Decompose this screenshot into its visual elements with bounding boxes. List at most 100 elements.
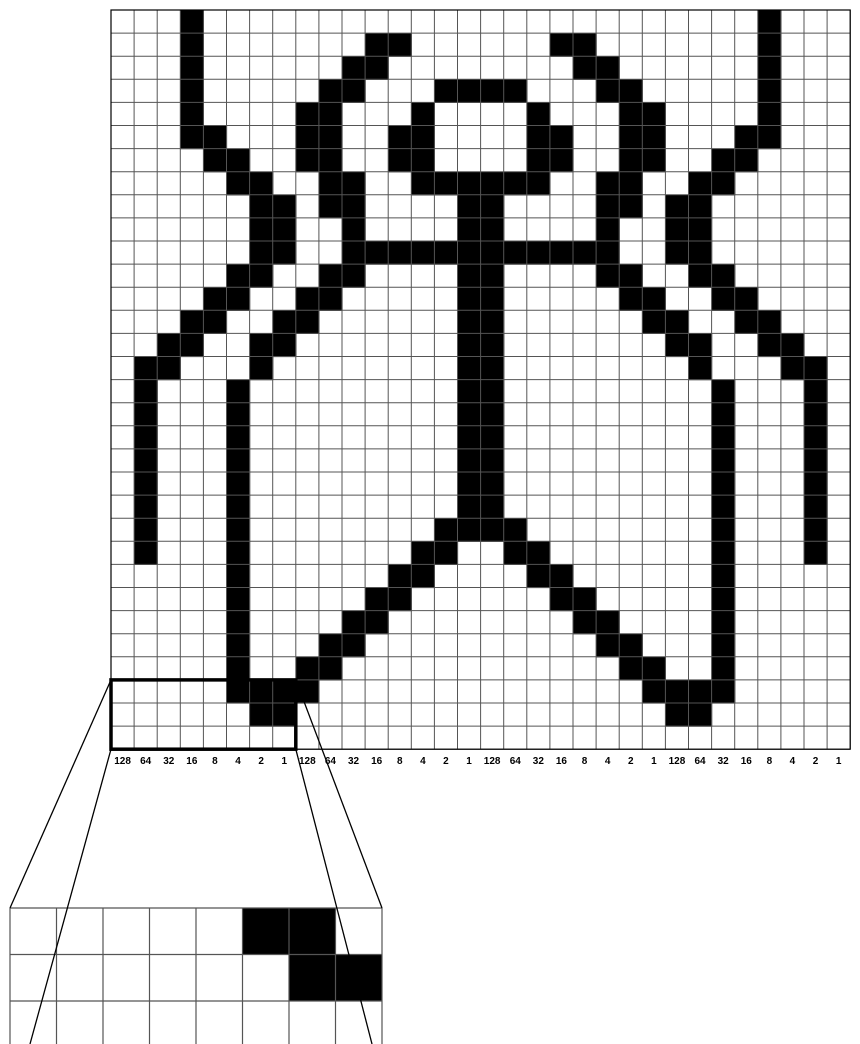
filled-cell bbox=[573, 611, 597, 635]
filled-cell bbox=[203, 310, 227, 334]
filled-cell bbox=[712, 657, 736, 681]
filled-cell bbox=[712, 564, 736, 588]
filled-cell bbox=[319, 287, 343, 311]
filled-cell bbox=[481, 264, 505, 288]
filled-cell bbox=[388, 588, 412, 612]
filled-cell bbox=[411, 564, 435, 588]
bit-weight-label: 128 bbox=[114, 756, 131, 767]
filled-cell bbox=[504, 518, 528, 542]
bit-weight-label: 1 bbox=[281, 756, 287, 767]
filled-cell bbox=[619, 264, 643, 288]
filled-cell bbox=[712, 426, 736, 450]
filled-cell bbox=[665, 333, 689, 357]
filled-cell bbox=[319, 657, 343, 681]
filled-cell bbox=[527, 172, 551, 196]
filled-cell bbox=[689, 195, 713, 219]
filled-cell bbox=[596, 172, 620, 196]
filled-cell bbox=[619, 634, 643, 658]
filled-cell bbox=[573, 588, 597, 612]
filled-cell bbox=[134, 380, 158, 404]
filled-cell bbox=[735, 149, 759, 173]
filled-cell bbox=[619, 102, 643, 126]
filled-cell bbox=[504, 172, 528, 196]
filled-cell bbox=[712, 264, 736, 288]
filled-cell bbox=[712, 472, 736, 496]
filled-cell bbox=[250, 703, 274, 727]
filled-cell bbox=[296, 126, 320, 150]
filled-cell bbox=[596, 79, 620, 103]
filled-cell bbox=[227, 611, 251, 635]
filled-cell bbox=[712, 634, 736, 658]
filled-cell bbox=[296, 310, 320, 334]
filled-cell bbox=[527, 102, 551, 126]
bit-weight-label: 2 bbox=[443, 756, 449, 767]
filled-cell bbox=[481, 79, 505, 103]
filled-cell bbox=[458, 172, 482, 196]
filled-cell bbox=[296, 102, 320, 126]
filled-cell bbox=[642, 680, 666, 704]
bit-weight-label: 32 bbox=[718, 756, 730, 767]
bit-weight-label: 2 bbox=[628, 756, 634, 767]
zoom-filled-cell bbox=[289, 908, 336, 955]
filled-cell bbox=[342, 172, 366, 196]
filled-cell bbox=[458, 426, 482, 450]
filled-cell bbox=[388, 126, 412, 150]
bit-weight-label: 64 bbox=[140, 756, 152, 767]
filled-cell bbox=[527, 149, 551, 173]
filled-cell bbox=[227, 634, 251, 658]
bitmap-grid bbox=[111, 10, 850, 749]
filled-cell bbox=[227, 588, 251, 612]
filled-cell bbox=[319, 102, 343, 126]
filled-cell bbox=[411, 172, 435, 196]
filled-cell bbox=[250, 357, 274, 381]
filled-cell bbox=[157, 333, 181, 357]
bit-weight-label: 16 bbox=[556, 756, 568, 767]
filled-cell bbox=[642, 287, 666, 311]
filled-cell bbox=[619, 657, 643, 681]
filled-cell bbox=[758, 310, 782, 334]
filled-cell bbox=[411, 102, 435, 126]
filled-cell bbox=[689, 241, 713, 265]
filled-cell bbox=[665, 703, 689, 727]
filled-cell bbox=[342, 241, 366, 265]
filled-cell bbox=[550, 33, 574, 57]
filled-cell bbox=[758, 10, 782, 34]
filled-cell bbox=[250, 218, 274, 242]
filled-cell bbox=[319, 79, 343, 103]
filled-cell bbox=[134, 449, 158, 473]
filled-cell bbox=[227, 287, 251, 311]
filled-cell bbox=[712, 611, 736, 635]
filled-cell bbox=[642, 657, 666, 681]
filled-cell bbox=[458, 357, 482, 381]
filled-cell bbox=[550, 149, 574, 173]
filled-cell bbox=[665, 310, 689, 334]
filled-cell bbox=[388, 564, 412, 588]
filled-cell bbox=[434, 79, 458, 103]
filled-cell bbox=[712, 518, 736, 542]
filled-cell bbox=[458, 287, 482, 311]
filled-cell bbox=[758, 33, 782, 57]
filled-cell bbox=[203, 287, 227, 311]
bit-weight-label: 4 bbox=[790, 756, 796, 767]
filled-cell bbox=[712, 149, 736, 173]
filled-cell bbox=[273, 333, 297, 357]
filled-cell bbox=[712, 380, 736, 404]
filled-cell bbox=[481, 287, 505, 311]
filled-cell bbox=[273, 680, 297, 704]
filled-cell bbox=[758, 126, 782, 150]
bit-weight-label: 8 bbox=[212, 756, 218, 767]
filled-cell bbox=[157, 357, 181, 381]
filled-cell bbox=[296, 287, 320, 311]
filled-cell bbox=[411, 126, 435, 150]
filled-cell bbox=[250, 333, 274, 357]
filled-cell bbox=[434, 541, 458, 565]
filled-cell bbox=[596, 218, 620, 242]
bit-weight-labels: 1286432168421128643216842112864321684211… bbox=[114, 756, 842, 767]
bit-weight-label: 1 bbox=[466, 756, 472, 767]
filled-cell bbox=[642, 149, 666, 173]
filled-cell bbox=[273, 310, 297, 334]
filled-cell bbox=[758, 79, 782, 103]
filled-cell bbox=[458, 241, 482, 265]
filled-cell bbox=[504, 241, 528, 265]
filled-cell bbox=[227, 149, 251, 173]
